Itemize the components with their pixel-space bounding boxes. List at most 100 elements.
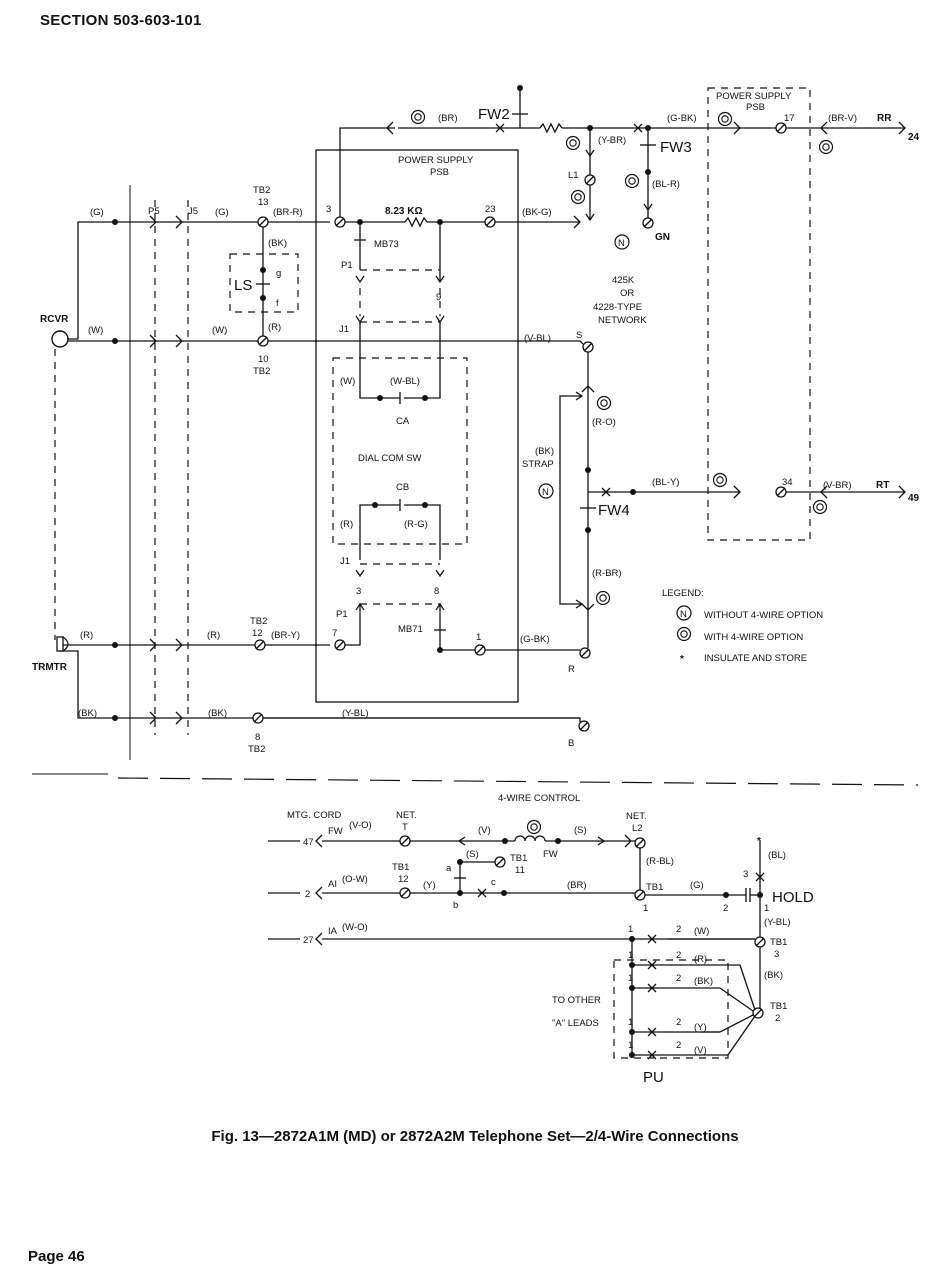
gn-terminal [642, 217, 654, 229]
trmtr-label: TRMTR [32, 662, 68, 673]
lead-w-label: (W) [694, 926, 709, 937]
resistor [404, 216, 428, 228]
legend: LEGEND: N WITHOUT 4-WIRE OPTION WITH 4-W… [662, 588, 823, 665]
o-symbol [526, 819, 542, 835]
hold-1-label: 1 [764, 903, 769, 914]
o-symbol [624, 173, 640, 189]
r-label: R [568, 664, 575, 675]
tb1-3-label-1: TB1 [770, 937, 787, 948]
label-r-mid: (R) [207, 630, 220, 641]
fw-lead-label: FW [328, 826, 343, 837]
terminal-7 [334, 639, 346, 651]
tb2-12-terminal [254, 639, 266, 651]
to-other-label: TO OTHER [552, 995, 601, 1006]
label-g-mid: (G) [215, 207, 229, 218]
pu-label: PU [643, 1069, 664, 1086]
terminal-49-label: 49 [908, 493, 920, 504]
lead-r-label: (R) [694, 954, 707, 965]
lead-row-v: 1 2 (V) [628, 1015, 756, 1060]
label-y-br: (Y-BR) [598, 135, 626, 146]
l1-label: L1 [568, 170, 579, 181]
lead-v-label: (V) [694, 1045, 707, 1056]
power-supply-psb-inner [315, 149, 519, 703]
four-wire-title: 4-WIRE CONTROL [498, 793, 580, 804]
label-br-r: (BR-R) [273, 207, 303, 218]
label-v-bl: (V-BL) [524, 333, 551, 344]
o-symbol [410, 109, 426, 125]
pin-9-label: 9 [436, 292, 441, 303]
cb-label: CB [396, 482, 409, 493]
r-terminal [579, 647, 591, 659]
label-w-bl: (W-BL) [390, 376, 420, 387]
o-symbol [565, 135, 581, 151]
lead-bk-1: 1 [628, 973, 633, 984]
hold-label: HOLD [772, 889, 814, 906]
divider-dashed [117, 777, 919, 786]
label-g-lower: (G) [690, 880, 704, 891]
net-l2-label-1: NET. [626, 811, 647, 822]
legend-n-text: WITHOUT 4-WIRE OPTION [704, 610, 823, 621]
tb2-8-label: 8 [255, 732, 260, 743]
fw2-label: FW2 [478, 106, 510, 123]
lead-r-1: 1 [628, 950, 633, 961]
ai-label: AI [328, 879, 337, 890]
br-wire [339, 127, 395, 217]
net-t-label-2: T [402, 822, 408, 833]
tb1-2-label-2: 2 [775, 1013, 780, 1024]
g-wire [68, 221, 330, 340]
tb2-13-terminal [257, 216, 269, 228]
label-y: (Y) [423, 880, 436, 891]
terminal-17 [775, 122, 787, 134]
receiver-icon [51, 330, 69, 348]
a-leads-label: "A" LEADS [552, 1018, 599, 1029]
label-bk-g: (BK-G) [522, 207, 552, 218]
network-label-4: NETWORK [598, 315, 647, 326]
mtg-cord-label: MTG. CORD [287, 810, 341, 821]
psb-inner-label: PSB [430, 167, 449, 178]
legend-title: LEGEND: [662, 588, 704, 599]
figure-caption: Fig. 13—2872A1M (MD) or 2872A2M Telephon… [211, 1128, 739, 1145]
tb1-1-terminal [634, 889, 646, 901]
legend-o-text: WITH 4-WIRE OPTION [704, 632, 803, 643]
o-symbol [570, 189, 586, 205]
transmitter-icon [56, 636, 64, 652]
lead-bk-label: (BK) [694, 976, 713, 987]
tb2-13-label: 13 [258, 197, 269, 208]
ls-f-label: f [276, 298, 279, 309]
svg-text:N: N [542, 487, 549, 498]
tb1-11-label-2: 11 [515, 865, 525, 876]
lead-row-w: 1 2 (W) [628, 924, 709, 944]
mb7-3-label: MB73 [374, 239, 399, 250]
s-terminal [582, 341, 594, 353]
wire-27-label: 27 [303, 935, 314, 946]
label-v-o: (V-O) [349, 820, 372, 831]
net-t-terminal [399, 835, 411, 847]
tb2-10-label: 10 [258, 354, 269, 365]
label-w-left: (W) [88, 325, 103, 336]
n-symbol: N [614, 234, 630, 250]
lead-y-label: (Y) [694, 1022, 707, 1033]
pu-box [613, 959, 729, 1059]
tb1-2-label-1: TB1 [770, 1001, 787, 1012]
network-label-3: 4228-TYPE [593, 302, 642, 313]
label-r-cb: (R) [340, 519, 353, 530]
lead-v-1: 1 [628, 1040, 633, 1051]
tb1-1-label-1: TB1 [646, 882, 663, 893]
lead-w-2: 2 [676, 924, 681, 935]
ls-box [229, 253, 299, 313]
gn-label: GN [655, 232, 670, 243]
terminal-1-label: 1 [476, 632, 481, 643]
net-t-label-1: NET. [396, 810, 417, 821]
o-symbol [818, 139, 834, 155]
rcvr-label: RCVR [40, 314, 69, 325]
label-bl-r: (BL-R) [652, 179, 680, 190]
ls-label: LS [234, 277, 252, 294]
label-y-bl: (Y-BL) [342, 708, 369, 719]
tb1-12-label-1: TB1 [392, 862, 409, 873]
label-r-left: (R) [80, 630, 93, 641]
label-g-bk-top: (G-BK) [667, 113, 697, 124]
j1-bot-label: J1 [340, 556, 350, 567]
network-label-2: OR [620, 288, 634, 299]
tb2-label-10: TB2 [253, 366, 270, 377]
o-symbol [712, 472, 728, 488]
